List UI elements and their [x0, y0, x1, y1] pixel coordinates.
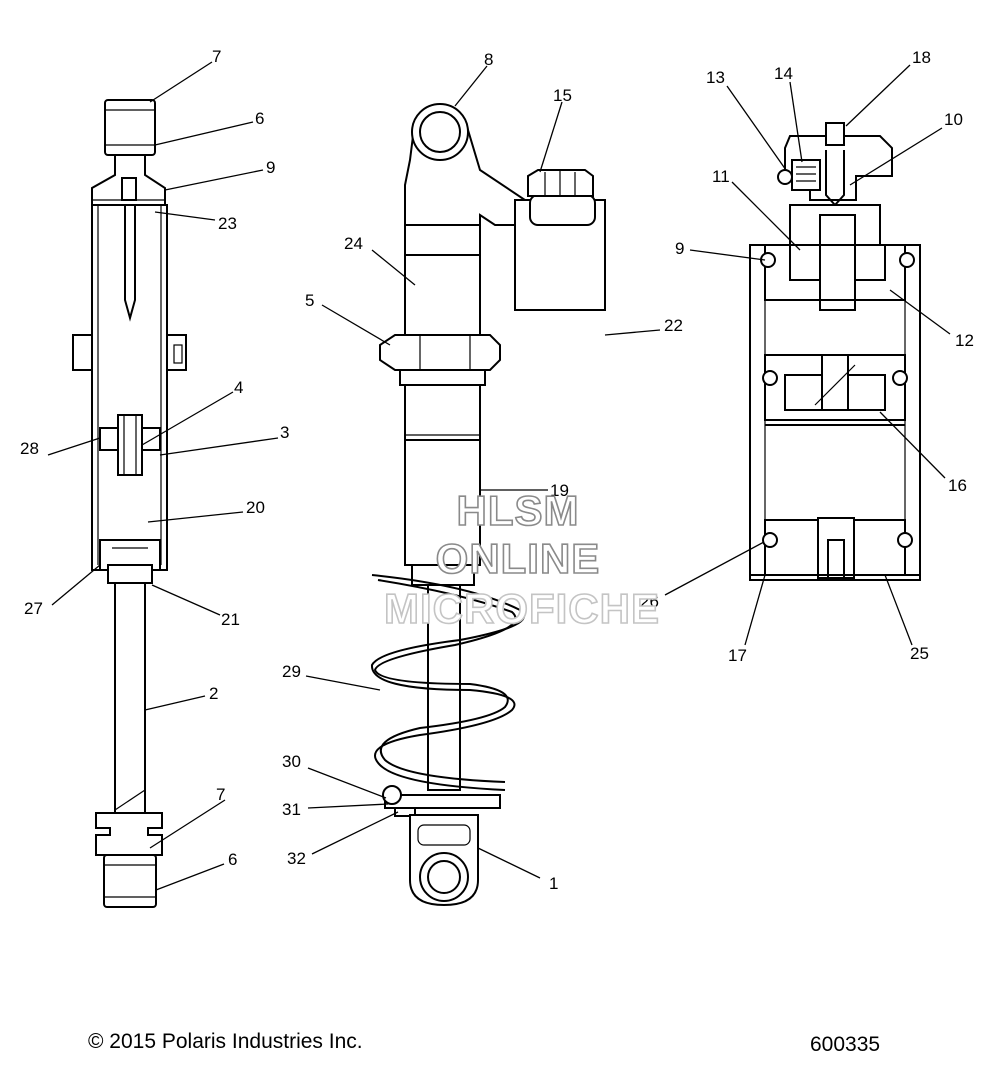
callout-13: 13: [706, 68, 725, 87]
callout-9-left: 9: [266, 158, 275, 177]
callout-22: 22: [664, 316, 683, 335]
callout-17: 17: [728, 646, 747, 665]
callout-18: 18: [912, 48, 931, 67]
callout-29: 29: [282, 662, 301, 681]
callout-27: 27: [24, 599, 43, 618]
callout-3: 3: [280, 423, 289, 442]
figure-number: 600335: [810, 1033, 881, 1056]
callout-21: 21: [221, 610, 240, 629]
middle-shock-assembled-view: [370, 103, 606, 907]
callout-6-top: 6: [255, 109, 264, 128]
callout-6-bottom: 6: [228, 850, 237, 869]
callout-25: 25: [910, 644, 929, 663]
callout-23: 23: [218, 214, 237, 233]
watermark-line-1: HLSM: [457, 487, 580, 534]
callout-15: 15: [553, 86, 572, 105]
callout-1: 1: [549, 874, 558, 893]
callout-24: 24: [344, 234, 363, 253]
callout-11: 11: [712, 167, 730, 186]
callout-12: 12: [955, 331, 974, 350]
callout-20: 20: [246, 498, 265, 517]
callout-4: 4: [234, 378, 243, 397]
callout-5: 5: [305, 291, 314, 310]
copyright-notice: © 2015 Polaris Industries Inc.: [88, 1030, 363, 1053]
callout-9-right: 9: [675, 239, 684, 258]
callout-19: 19: [550, 481, 569, 500]
callout-30: 30: [282, 752, 301, 771]
callout-labels: 7 6 9 23 4 3 28 20 27 21 2 7 6 8 15 24 5…: [20, 47, 974, 893]
leader-lines: [47, 61, 951, 891]
callout-32: 32: [287, 849, 306, 868]
callout-16: 16: [948, 476, 967, 495]
callout-28: 28: [20, 439, 39, 458]
watermark-line-3: MICROFICHE: [384, 585, 660, 632]
watermark-line-2: ONLINE: [436, 535, 601, 582]
callout-2: 2: [209, 684, 218, 703]
right-reservoir-section-view: [749, 122, 921, 581]
callout-8: 8: [484, 50, 493, 69]
callout-14: 14: [774, 64, 793, 83]
left-shock-section-view: [72, 99, 187, 908]
watermark: HLSM ONLINE MICROFICHE: [383, 486, 660, 633]
callout-10: 10: [944, 110, 963, 129]
callout-7-top: 7: [212, 47, 221, 66]
callout-7-bottom: 7: [216, 785, 225, 804]
callout-26: 26: [640, 592, 659, 611]
callout-31: 31: [282, 800, 301, 819]
